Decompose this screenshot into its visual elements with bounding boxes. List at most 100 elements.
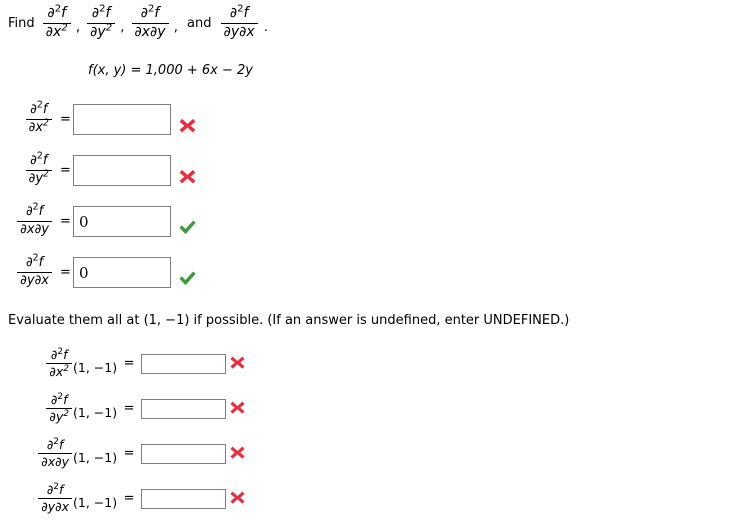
fraction-numerator: ∂2f (46, 347, 72, 364)
derivative-answers-list: ∂2f ∂x2 = ∂2f ∂y2 = (0, 94, 204, 298)
fraction-denominator: ∂y∂x (41, 499, 69, 514)
evaluate-label-d2f-dy2: ∂2f ∂y2 (0, 392, 72, 424)
partial-symbol: ∂ (25, 204, 33, 220)
evaluate-instruction-text: Evaluate them all at (1, −1) if possible… (8, 313, 570, 328)
function-symbol: f (59, 437, 64, 452)
evaluate-answers-list: ∂2f ∂x2 (1, −1) = ∂2f ∂y2 (1, −1) = (0, 341, 249, 521)
order-exponent: 2 (32, 202, 39, 214)
fraction-denominator: ∂y∂x (20, 273, 49, 288)
order-exponent: 2 (54, 3, 62, 15)
function-symbol: f (38, 204, 44, 220)
partial-symbol: ∂ (47, 5, 55, 21)
derivative-label-d2f-dx2: ∂2f ∂x2 (0, 100, 58, 136)
denominator-base: ∂y (49, 409, 64, 424)
red-x-icon (229, 399, 249, 419)
answer-input-d2f-dxdy-at-point[interactable] (141, 443, 227, 464)
prompt-fraction-fyy-denominator: ∂y2 (87, 22, 115, 41)
derivative-label-d2f-dy2: ∂2f ∂y2 (0, 151, 58, 186)
fraction-numerator: ∂2f (25, 100, 52, 120)
prompt-line: Find ∂2f ∂x2 , ∂2f ∂y2 , ∂2f ∂x∂y , and … (8, 3, 268, 41)
order-exponent: 2 (53, 481, 60, 492)
fraction: ∂2f ∂y2 (25, 151, 52, 186)
answer-input-d2f-dydx-at-point[interactable] (141, 488, 227, 509)
prompt-comma-2: , (120, 20, 125, 36)
order-exponent: 2 (148, 3, 155, 15)
fraction-numerator: ∂2f (38, 436, 72, 454)
equals-sign: = (60, 112, 71, 127)
red-x-icon (178, 167, 204, 197)
fraction-numerator: ∂2f (38, 481, 72, 499)
order-exponent: 2 (32, 253, 39, 265)
evaluate-label-d2f-dx2: ∂2f ∂x2 (0, 347, 72, 379)
equals-sign: = (123, 446, 135, 461)
derivative-label-d2f-dydx: ∂2f ∂y∂x (0, 253, 58, 288)
denominator-base: ∂x (28, 120, 44, 135)
partial-symbol: ∂ (25, 255, 33, 271)
order-exponent: 2 (36, 151, 43, 163)
evaluation-point: (1, −1) (73, 495, 118, 510)
denominator-base: ∂x (49, 364, 64, 379)
equals-sign: = (123, 491, 135, 506)
fraction-denominator: ∂x∂y (20, 222, 49, 237)
derivative-label-d2f-dxdy: ∂2f ∂x∂y (0, 202, 58, 237)
denominator-exponent: 2 (43, 117, 49, 129)
denominator-exponent: 2 (61, 22, 68, 34)
partial-symbol: ∂ (30, 153, 37, 169)
partial-symbol: ∂ (229, 5, 238, 21)
denominator-base: ∂x (45, 23, 62, 40)
evaluate-row: ∂2f ∂x∂y (1, −1) = (0, 431, 249, 476)
prompt-fraction-fxx-denominator: ∂x2 (43, 22, 71, 41)
order-exponent: 2 (53, 436, 60, 447)
function-symbol: f (61, 5, 67, 21)
function-symbol: f (105, 5, 111, 21)
partial-symbol: ∂ (50, 392, 58, 407)
answer-input-d2f-dx2[interactable] (73, 104, 171, 135)
fraction: ∂2f ∂x2 (46, 347, 72, 379)
red-x-icon (229, 444, 249, 464)
function-symbol: f (63, 392, 68, 407)
fraction: ∂2f ∂y2 (46, 392, 72, 424)
equals-sign: = (123, 401, 135, 416)
denominator-exponent: 2 (43, 168, 49, 180)
fraction-numerator: ∂2f (25, 151, 52, 171)
equals-sign: = (123, 356, 135, 371)
fraction-denominator: ∂x2 (26, 117, 52, 136)
prompt-lead-text: Find (8, 15, 35, 31)
answer-input-d2f-dydx[interactable]: 0 (73, 257, 171, 288)
evaluate-row: ∂2f ∂y∂x (1, −1) = (0, 476, 249, 521)
prompt-fraction-fxy: ∂2f ∂x∂y (131, 3, 169, 40)
answer-input-d2f-dx2-at-point[interactable] (141, 353, 227, 374)
answer-input-d2f-dy2[interactable] (73, 155, 171, 186)
function-symbol: f (154, 5, 160, 21)
order-exponent: 2 (237, 3, 244, 15)
fraction: ∂2f ∂y∂x (17, 253, 52, 288)
fraction-numerator: ∂2f (46, 392, 72, 409)
prompt-fraction-fyy: ∂2f ∂y2 (87, 3, 116, 41)
function-symbol: f (63, 347, 68, 362)
prompt-comma-1: , (75, 20, 81, 36)
evaluate-label-d2f-dxdy: ∂2f ∂x∂y (0, 436, 72, 469)
denominator-base: ∂y (28, 171, 44, 186)
fraction-denominator: ∂x∂y (41, 454, 69, 469)
prompt-fraction-fyx-denominator: ∂y∂x (223, 23, 255, 40)
partial-symbol: ∂ (30, 102, 37, 118)
function-symbol: f (243, 5, 249, 21)
function-symbol: f (59, 482, 64, 497)
fraction: ∂2f ∂x∂y (17, 202, 52, 237)
order-exponent: 2 (99, 3, 106, 15)
function-symbol: f (42, 153, 48, 169)
red-x-icon (229, 489, 249, 509)
derivative-row: ∂2f ∂x2 = (0, 94, 204, 145)
partial-symbol: ∂ (46, 482, 54, 497)
function-symbol: f (42, 102, 48, 118)
fraction: ∂2f ∂x2 (25, 100, 52, 136)
derivative-row: ∂2f ∂x∂y = 0 (0, 196, 204, 247)
green-check-icon (178, 269, 204, 299)
answer-input-d2f-dy2-at-point[interactable] (141, 398, 227, 419)
order-exponent: 2 (36, 100, 43, 112)
prompt-comma-3: , (173, 20, 178, 36)
prompt-fraction-fyx-numerator: ∂2f (220, 3, 258, 24)
fraction-denominator: ∂x2 (46, 364, 72, 379)
answer-input-d2f-dxdy[interactable]: 0 (73, 206, 171, 237)
denominator-exponent: 2 (63, 363, 69, 374)
